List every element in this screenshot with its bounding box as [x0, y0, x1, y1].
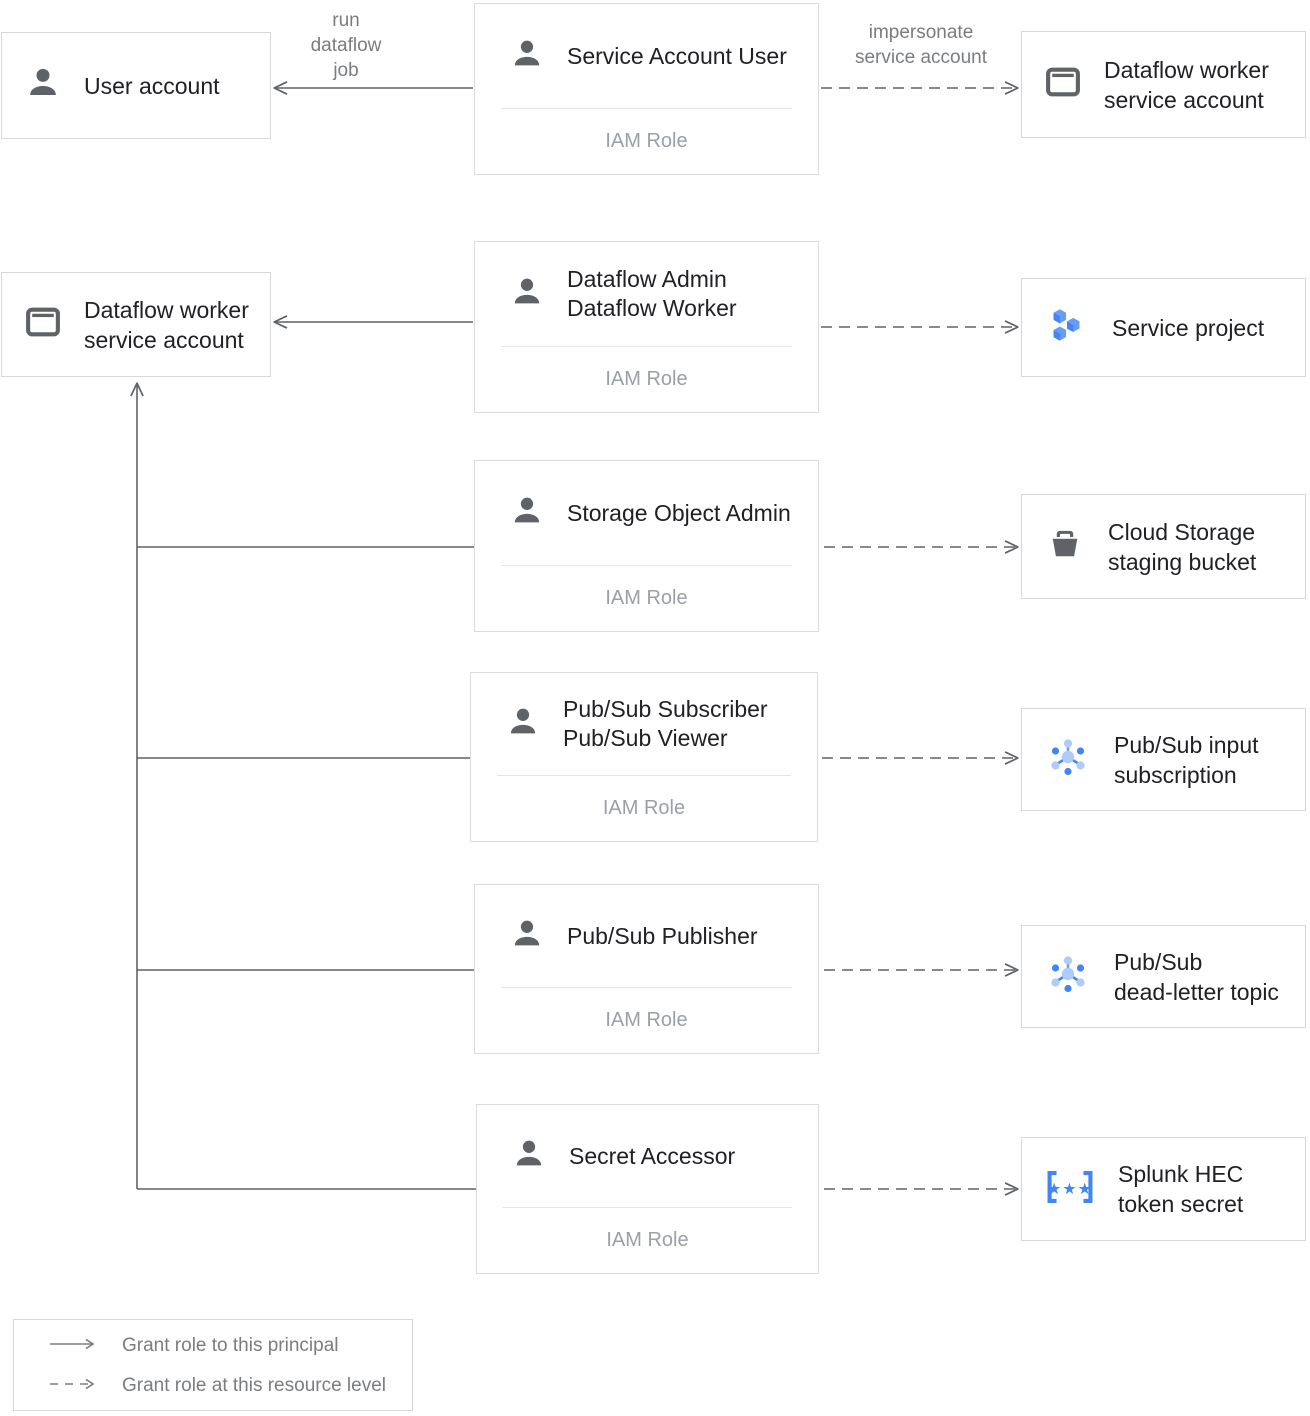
iam-role-text: IAM Role — [606, 1229, 689, 1251]
node-service-project[interactable]: Service project — [1021, 278, 1306, 377]
person-icon — [509, 493, 545, 534]
card-pubsub-subscriber-viewer-role: Pub/Sub Subscriber Pub/Sub Viewer — [563, 696, 768, 751]
node-dataflow-worker-service-account-label: Dataflow worker service account — [84, 296, 249, 353]
node-cloud-storage-staging-bucket[interactable]: Cloud Storage staging bucket — [1021, 494, 1306, 599]
card-secret-accessor-role: Secret Accessor — [569, 1142, 736, 1169]
node-dataflow-worker-service-account-resource[interactable]: Dataflow worker service account — [1021, 31, 1306, 138]
iam-role-text: IAM Role — [602, 797, 686, 819]
card-divider — [501, 987, 792, 988]
card-service-account-user-role: Service Account User — [567, 42, 787, 69]
node-service-project-label: Service project — [1112, 314, 1265, 341]
iam-role-text: IAM Role — [605, 1009, 688, 1031]
node-user-account-label: User account — [84, 72, 220, 99]
service-account-icon — [24, 303, 62, 346]
node-dataflow-worker-service-account-resource-label: Dataflow worker service account — [1104, 56, 1269, 113]
card-secret-accessor-footer: IAM Role — [477, 1208, 818, 1273]
legend-item-grant-role-to-principal: Grant role to this principal — [14, 1326, 412, 1366]
iam-role-text: IAM Role — [605, 587, 688, 609]
legend: Grant role to this principal Grant role … — [13, 1319, 413, 1411]
pubsub-icon — [1044, 950, 1092, 1003]
person-icon — [511, 1136, 547, 1177]
card-storage-object-admin-footer: IAM Role — [475, 566, 818, 631]
card-pubsub-subscriber-viewer-footer: IAM Role — [471, 776, 817, 841]
edge-label-impersonate-service-account: impersonate service account — [854, 22, 987, 68]
card-dataflow-admin-worker[interactable]: Dataflow Admin Dataflow Worker IAM Role — [474, 241, 819, 413]
pubsub-icon — [1044, 733, 1092, 786]
card-pubsub-publisher-footer: IAM Role — [475, 988, 818, 1053]
card-storage-object-admin[interactable]: Storage Object Admin IAM Role — [474, 460, 819, 632]
legend-item-grant-role-to-principal-label: Grant role to this principal — [122, 1335, 339, 1356]
secret-manager-icon: ★★★ — [1044, 1165, 1096, 1214]
node-pubsub-input-subscription[interactable]: Pub/Sub input subscription — [1021, 708, 1306, 811]
node-pubsub-dead-letter-topic[interactable]: Pub/Sub dead-letter topic — [1021, 925, 1306, 1028]
iam-role-text: IAM Role — [605, 368, 688, 390]
edge-label-run-dataflow-job: run dataflow job — [310, 10, 382, 81]
card-pubsub-publisher[interactable]: Pub/Sub Publisher IAM Role — [474, 884, 819, 1054]
node-splunk-hec-token-secret[interactable]: ★★★ Splunk HEC token secret — [1021, 1137, 1306, 1241]
person-icon — [509, 916, 545, 957]
card-dataflow-admin-worker-role: Dataflow Admin Dataflow Worker — [567, 266, 737, 321]
person-icon — [509, 36, 545, 77]
iam-role-text: IAM Role — [605, 130, 688, 152]
card-service-account-user[interactable]: Service Account User IAM Role — [474, 3, 819, 175]
card-secret-accessor[interactable]: Secret Accessor IAM Role — [476, 1104, 819, 1274]
legend-item-grant-role-at-resource-level-label: Grant role at this resource level — [122, 1375, 387, 1396]
node-dataflow-worker-service-account[interactable]: Dataflow worker service account — [1, 272, 271, 377]
node-pubsub-input-subscription-label: Pub/Sub input subscription — [1114, 731, 1259, 788]
card-dataflow-admin-worker-footer: IAM Role — [475, 347, 818, 412]
node-cloud-storage-staging-bucket-label: Cloud Storage staging bucket — [1108, 518, 1257, 575]
card-pubsub-subscriber-viewer[interactable]: Pub/Sub Subscriber Pub/Sub Viewer IAM Ro… — [470, 672, 818, 842]
card-divider — [501, 108, 792, 109]
card-storage-object-admin-role: Storage Object Admin — [567, 499, 791, 526]
person-icon — [505, 704, 541, 745]
card-pubsub-publisher-role: Pub/Sub Publisher — [567, 922, 758, 949]
card-divider — [501, 565, 792, 566]
dashed-arrow-icon — [48, 1377, 96, 1396]
card-divider — [497, 775, 791, 776]
cloud-storage-bucket-icon — [1044, 523, 1086, 570]
node-user-account[interactable]: User account — [1, 32, 271, 139]
person-icon — [24, 64, 62, 107]
legend-item-grant-role-at-resource-level: Grant role at this resource level — [14, 1366, 412, 1406]
project-hexagons-icon — [1044, 302, 1090, 353]
card-divider — [501, 346, 792, 347]
solid-arrow-icon — [48, 1337, 96, 1356]
svg-text:★★★: ★★★ — [1047, 1178, 1093, 1197]
node-splunk-hec-token-secret-label: Splunk HEC token secret — [1118, 1161, 1244, 1217]
card-divider — [503, 1207, 792, 1208]
person-icon — [509, 274, 545, 315]
service-account-icon — [1044, 63, 1082, 106]
node-pubsub-dead-letter-topic-label: Pub/Sub dead-letter topic — [1114, 948, 1279, 1005]
card-service-account-user-footer: IAM Role — [475, 109, 818, 174]
